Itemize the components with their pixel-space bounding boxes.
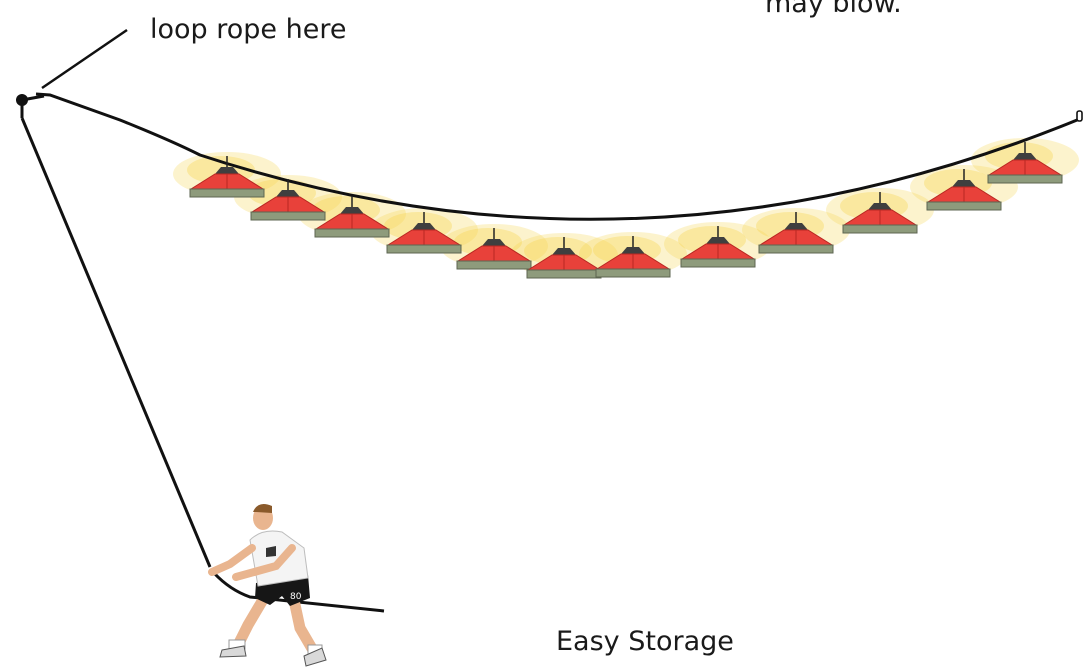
lamp-base xyxy=(251,212,325,220)
lamp-base xyxy=(596,269,670,277)
lamp-base xyxy=(988,175,1062,183)
rope-end-ring xyxy=(1077,111,1082,121)
lamp-base xyxy=(457,261,531,269)
right-leg xyxy=(294,600,314,652)
lamp-base xyxy=(387,245,461,253)
shorts-number: 80 xyxy=(290,592,302,602)
lamp-base xyxy=(681,259,755,267)
lamp-base xyxy=(843,225,917,233)
left-arm xyxy=(212,548,252,572)
lamp-base xyxy=(190,189,264,197)
pointer-line xyxy=(42,30,127,88)
left-shoe xyxy=(220,646,246,657)
lamp-base xyxy=(759,245,833,253)
lamps-layer xyxy=(190,142,1062,278)
left-leg xyxy=(238,598,264,645)
lamp-base xyxy=(527,270,601,278)
lamp-base xyxy=(315,229,389,237)
lamp-base xyxy=(927,202,1001,210)
hair xyxy=(253,504,272,513)
